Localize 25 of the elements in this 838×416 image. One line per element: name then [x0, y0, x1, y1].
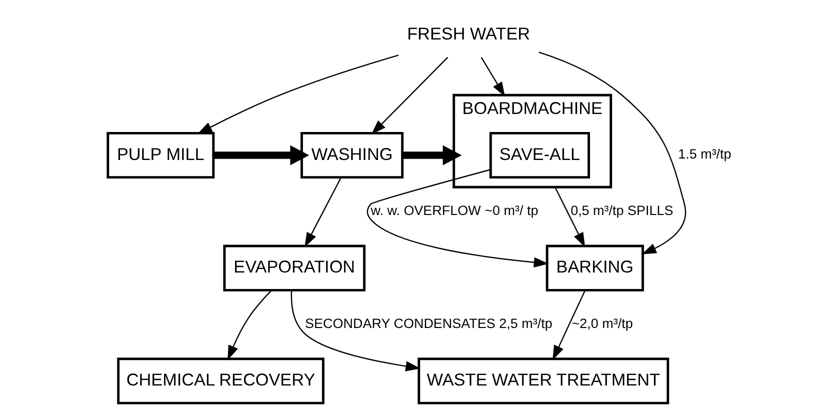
node-box: CHEMICAL RECOVERY [116, 358, 324, 404]
node-box: PULP MILL [106, 132, 214, 179]
arrow [402, 145, 462, 166]
arrow [213, 145, 309, 166]
arrow [366, 169, 548, 268]
edge-label: 1.5 m³/tp [678, 146, 731, 162]
arrow [370, 56, 448, 134]
arrow [196, 54, 398, 134]
edge-label: ~2,0 m³/tp [571, 316, 632, 331]
edge-label: w. w. OVERFLOW ~0 m³/ tp [370, 203, 538, 218]
node-box: BARKING [545, 244, 644, 292]
arrow [290, 290, 420, 372]
arrow [480, 56, 505, 97]
edge-label: SECONDARY CONDENSATES 2,5 m³/tp [304, 316, 552, 331]
edge-label: 0,5 m³/tp SPILLS [570, 203, 673, 218]
node-text: FRESH WATER [406, 24, 530, 44]
arrow [552, 290, 586, 360]
node-box: EVAPORATION [222, 244, 366, 292]
node-box: SAVE-ALL [488, 132, 590, 179]
arrow [227, 290, 272, 360]
node-box: WASTE WATER TREATMENT [417, 358, 669, 404]
arrow [304, 177, 341, 248]
arrow [538, 52, 686, 254]
node-box: WASHING [300, 132, 404, 179]
arrow [554, 186, 585, 248]
